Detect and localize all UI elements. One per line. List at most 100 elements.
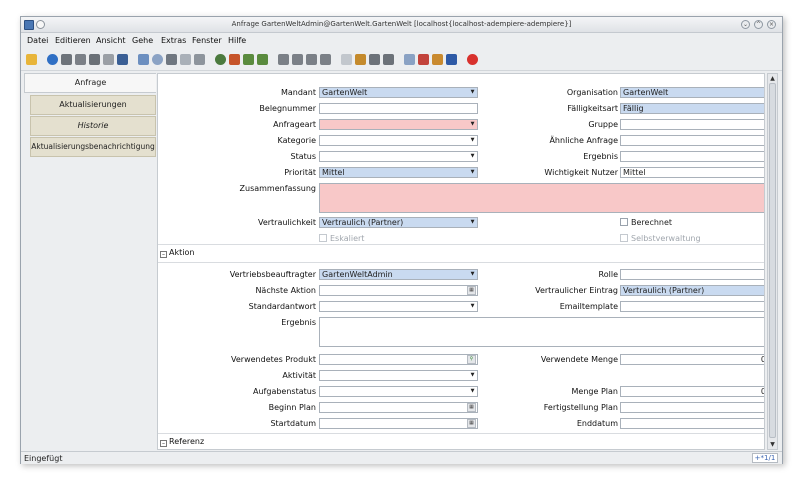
form-scrollbar[interactable]: ▲ ▼	[767, 73, 778, 450]
detail-record-icon[interactable]	[257, 54, 268, 65]
anfrageart-label: Anfrageart	[273, 120, 316, 129]
delete-selection-icon[interactable]	[103, 54, 114, 65]
scroll-down-icon[interactable]: ▼	[770, 441, 775, 448]
zusammenfassung-textarea[interactable]	[319, 183, 764, 213]
home-icon[interactable]	[229, 54, 240, 65]
vertraulicher-eintrag-field[interactable]: Vertraulich (Partner)▼	[620, 285, 764, 296]
aktivitaet-field[interactable]: ▼	[319, 370, 478, 381]
calendar-icon[interactable]: ▦	[467, 403, 476, 412]
verwendete-menge-field[interactable]: 0▪	[620, 354, 764, 365]
menu-hilfe[interactable]: Hilfe	[228, 36, 247, 45]
report-icon[interactable]	[341, 54, 352, 65]
collapse-icon[interactable]: –	[160, 440, 167, 447]
standardantwort-field[interactable]: ▼	[319, 301, 478, 312]
tab-aktualisierungen[interactable]: Aktualisierungen	[30, 95, 156, 115]
workflow-icon[interactable]	[418, 54, 429, 65]
verwendetes-produkt-field[interactable]: ⚲	[319, 354, 478, 365]
section-referenz-header[interactable]: –Referenz	[160, 437, 760, 449]
ergebnis-textarea[interactable]	[319, 317, 764, 347]
collapse-icon[interactable]: –	[160, 251, 167, 258]
prioritaet-label: Priorität	[284, 168, 316, 177]
menu-extras[interactable]: Extras	[161, 36, 187, 45]
attachment-icon[interactable]	[166, 54, 177, 65]
rolle-field[interactable]: ▼	[620, 269, 764, 280]
menu-fenster[interactable]: Fenster	[192, 36, 222, 45]
enddatum-label: Enddatum	[576, 419, 618, 428]
find-icon[interactable]	[152, 54, 163, 65]
previous-record-icon[interactable]	[292, 54, 303, 65]
print-preview-icon[interactable]	[369, 54, 380, 65]
exit-icon[interactable]	[467, 54, 478, 65]
selbstverwaltung-checkbox[interactable]	[620, 234, 628, 242]
prioritaet-field[interactable]: Mittel▼	[319, 167, 478, 178]
product-info-icon[interactable]	[446, 54, 457, 65]
belegnummer-input[interactable]	[319, 103, 478, 114]
kategorie-label: Kategorie	[277, 136, 316, 145]
ergebnis-top-field[interactable]: ▼	[620, 151, 764, 162]
first-record-icon[interactable]	[278, 54, 289, 65]
naechste-aktion-field[interactable]: ▦	[319, 285, 478, 296]
menu-editieren[interactable]: Editieren	[55, 36, 91, 45]
anfrageart-field[interactable]: ▼	[319, 119, 478, 130]
zoom-across-icon[interactable]	[404, 54, 415, 65]
chat-icon[interactable]	[180, 54, 191, 65]
beginn-plan-field[interactable]: ▦	[319, 402, 478, 413]
new-record-icon[interactable]	[61, 54, 72, 65]
copy-record-icon[interactable]	[75, 54, 86, 65]
gruppe-field[interactable]: ▼	[620, 119, 764, 130]
print-icon[interactable]	[383, 54, 394, 65]
status-field[interactable]: ▼	[319, 151, 478, 162]
vertriebsbeauftragter-field[interactable]: GartenWeltAdmin▼	[319, 269, 478, 280]
divider	[158, 433, 764, 434]
faelligkeitsart-field[interactable]: Fällig▼	[620, 103, 764, 114]
startdatum-field[interactable]: ▦	[319, 418, 478, 429]
scroll-up-icon[interactable]: ▲	[770, 75, 775, 82]
eskaliert-checkbox[interactable]	[319, 234, 327, 242]
undo-icon[interactable]	[26, 54, 37, 65]
kategorie-field[interactable]: ▼	[319, 135, 478, 146]
parent-record-icon[interactable]	[243, 54, 254, 65]
grid-toggle-icon[interactable]	[194, 54, 205, 65]
last-record-icon[interactable]	[320, 54, 331, 65]
mandant-field[interactable]: GartenWelt▼	[319, 87, 478, 98]
verwendetes-produkt-label: Verwendetes Produkt	[231, 355, 316, 364]
calendar-icon[interactable]: ▦	[467, 286, 476, 295]
fertigstellung-plan-field[interactable]: ▦	[620, 402, 764, 413]
scrollbar-thumb[interactable]	[769, 83, 776, 438]
wichtigkeit-nutzer-field[interactable]: Mittel▼	[620, 167, 764, 178]
menu-gehe[interactable]: Gehe	[132, 36, 154, 45]
divider	[158, 244, 764, 245]
history-icon[interactable]	[215, 54, 226, 65]
tab-anfrage[interactable]: Anfrage	[24, 73, 156, 93]
tab-aktualisierungsbenachrichtigung[interactable]: Aktualisierungsbenachrichtigung	[30, 137, 156, 157]
process-icon[interactable]	[432, 54, 443, 65]
save-icon[interactable]	[117, 54, 128, 65]
chevron-down-icon: ▼	[470, 121, 475, 127]
section-aktion-header[interactable]: –Aktion	[160, 248, 760, 262]
title-bar: Anfrage GartenWeltAdmin@GartenWelt.Garte…	[21, 17, 782, 33]
record-indicator[interactable]: +*1/1	[752, 453, 778, 463]
delete-record-icon[interactable]	[89, 54, 100, 65]
minimize-icon[interactable]: ⌄	[741, 20, 750, 29]
beginn-plan-label: Beginn Plan	[268, 403, 316, 412]
aufgabenstatus-field[interactable]: ▼	[319, 386, 478, 397]
refresh-icon[interactable]	[138, 54, 149, 65]
berechnet-checkbox[interactable]	[620, 218, 628, 226]
aehnliche-anfrage-field[interactable]: ⚲	[620, 135, 764, 146]
close-icon[interactable]: ×	[767, 20, 776, 29]
organisation-field[interactable]: GartenWelt▼	[620, 87, 764, 98]
enddatum-field[interactable]: ▦	[620, 418, 764, 429]
menge-plan-field[interactable]: 0▪	[620, 386, 764, 397]
help-icon[interactable]	[47, 54, 58, 65]
emailtemplate-field[interactable]: ▼	[620, 301, 764, 312]
next-record-icon[interactable]	[306, 54, 317, 65]
menu-ansicht[interactable]: Ansicht	[96, 36, 126, 45]
archived-documents-icon[interactable]	[355, 54, 366, 65]
calendar-icon[interactable]: ▦	[467, 419, 476, 428]
window-menu-icon[interactable]	[36, 20, 45, 29]
tab-historie[interactable]: Historie	[30, 116, 156, 136]
maximize-icon[interactable]: ^	[754, 20, 763, 29]
vertraulichkeit-field[interactable]: Vertraulich (Partner)▼	[319, 217, 478, 228]
search-lookup-icon[interactable]: ⚲	[467, 355, 476, 364]
menu-datei[interactable]: Datei	[27, 36, 49, 45]
